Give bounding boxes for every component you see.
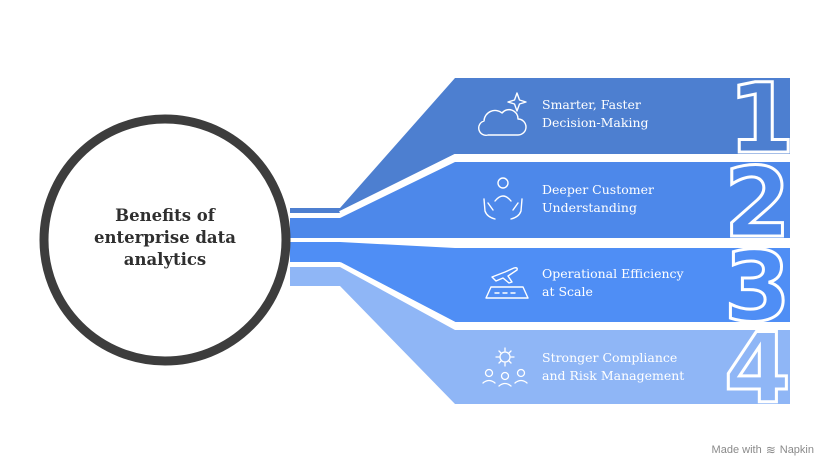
center-title: Benefits of enterprise data analytics [94, 206, 236, 269]
band-3 [290, 242, 790, 322]
airplane-runway-icon [485, 267, 529, 299]
sparkle-cloud-icon [478, 92, 527, 136]
item-label-2: Deeper Customer Understanding [542, 182, 654, 215]
number-1: 1 [728, 63, 795, 175]
hands-person-icon [483, 177, 523, 220]
item-label-3: Operational Efficiency at Scale [542, 266, 684, 299]
item-label-1: Smarter, Faster Decision-Making [542, 97, 649, 130]
band-4 [290, 267, 790, 404]
napkin-logo-icon: ≋ [765, 443, 776, 457]
number-4: 4 [724, 313, 791, 425]
band-1 [290, 78, 790, 213]
watermark: Made with ≋ Napkin [712, 443, 814, 457]
number-2: 2 [724, 147, 791, 259]
item-label-4: Stronger Compliance and Risk Management [542, 350, 685, 383]
watermark-brand: Napkin [779, 444, 814, 456]
band-2 [290, 162, 790, 238]
center-ring [39, 114, 291, 366]
number-3: 3 [724, 231, 791, 343]
gear-people-icon [482, 347, 528, 387]
watermark-text: Made with [711, 444, 762, 456]
